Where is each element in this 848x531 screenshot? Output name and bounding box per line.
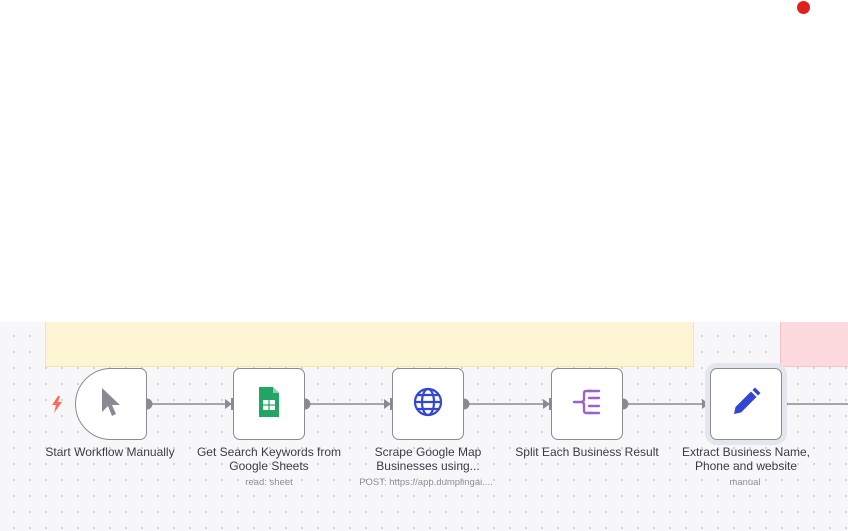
node-extract-business[interactable]	[710, 368, 782, 440]
empty-panel	[0, 0, 848, 322]
node-subtitle: POST: https://app.dumplingai....	[359, 477, 493, 488]
node-split-out[interactable]	[551, 368, 623, 440]
google-sheets-icon	[257, 386, 281, 422]
arrow-head	[543, 399, 550, 409]
node-label: Extract Business Name, Phone and website	[681, 445, 811, 473]
split-icon	[572, 388, 602, 421]
node-start-workflow[interactable]	[75, 368, 147, 440]
globe-icon	[412, 386, 444, 423]
pencil-icon	[731, 387, 761, 422]
cursor-icon	[99, 386, 123, 423]
node-label: Start Workflow Manually	[45, 445, 175, 459]
lightning-icon	[51, 396, 63, 418]
node-label: Split Each Business Result	[515, 445, 659, 459]
input-handle	[390, 398, 393, 410]
node-subtitle: read: sheet	[245, 477, 293, 488]
input-handle	[708, 398, 711, 410]
record-indicator	[797, 1, 810, 14]
node-label: Get Search Keywords from Google Sheets	[196, 445, 342, 473]
arrow-head	[225, 399, 232, 409]
node-label: Scrape Google Map Businesses using...	[374, 445, 482, 473]
sticky-note-yellow[interactable]	[45, 322, 694, 367]
node-subtitle: manual	[729, 477, 761, 488]
input-handle	[549, 398, 552, 410]
arrow-head	[384, 399, 391, 409]
node-google-sheets[interactable]	[233, 368, 305, 440]
sticky-note-red[interactable]	[780, 322, 848, 367]
input-handle	[231, 398, 234, 410]
node-http-request[interactable]	[392, 368, 464, 440]
arrow-head	[702, 399, 709, 409]
